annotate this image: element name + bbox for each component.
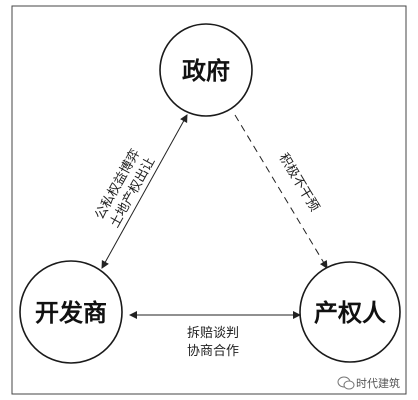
- node-government: 政府: [159, 23, 253, 117]
- wechat-icon: [337, 376, 355, 390]
- node-developer-circle: [19, 260, 123, 364]
- node-owner: 产权人: [299, 261, 401, 363]
- diagram-frame: [11, 5, 407, 395]
- node-government-circle: [159, 23, 253, 117]
- edge-label-do-line2: 协商合作: [187, 344, 239, 359]
- edge-label-developer-owner: 拆赔谈判 协商合作: [187, 326, 239, 359]
- edge-label-go-text: 积极不干预: [275, 151, 321, 214]
- edge-label-government-developer: 公私权益博弈 土地产权出让: [92, 146, 159, 230]
- node-government-label: 政府: [182, 57, 230, 85]
- watermark-text: 时代建筑: [356, 376, 400, 390]
- node-developer: 开发商: [19, 260, 123, 364]
- edge-label-government-owner: 积极不干预: [275, 151, 321, 214]
- watermark: 时代建筑: [337, 376, 400, 390]
- edge-government-owner: [234, 114, 328, 269]
- node-owner-label: 产权人: [314, 299, 386, 327]
- node-owner-circle: [299, 261, 401, 363]
- edge-government-developer: [101, 114, 188, 269]
- edge-label-do-line1: 拆赔谈判: [187, 326, 239, 341]
- node-developer-label: 开发商: [35, 299, 107, 327]
